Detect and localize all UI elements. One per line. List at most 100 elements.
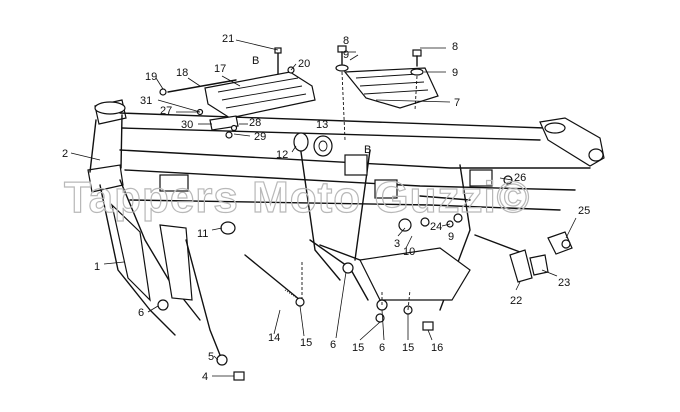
- part-label-p8a: 8: [343, 35, 349, 47]
- part-label-p6c: 6: [379, 342, 385, 354]
- part-label-p6a: 6: [138, 307, 144, 319]
- upper-tube-right: [121, 127, 541, 141]
- cross-brace: [319, 244, 361, 261]
- part-label-p5: 5: [208, 351, 214, 363]
- stand-pad-23: [529, 254, 549, 276]
- rear-lower-cradle: [359, 247, 471, 301]
- frame-main-tubes: [87, 99, 605, 361]
- frame-boss-small: [420, 217, 430, 227]
- washer-9a: [335, 64, 349, 72]
- part-label-pB1: B: [252, 55, 259, 67]
- part-label-p10: 10: [403, 246, 415, 258]
- washer-5: [216, 354, 228, 366]
- tail-eye-upper: [544, 122, 566, 134]
- plate-7: [343, 67, 439, 109]
- part-label-p26: 26: [514, 172, 526, 184]
- pin-25: [561, 239, 571, 249]
- part-label-p8b: 8: [452, 41, 458, 53]
- part-label-pB2: B: [364, 144, 371, 156]
- part-label-p19: 19: [145, 71, 157, 83]
- rear-plate-assembly: [335, 45, 439, 141]
- part-label-p3: 3: [394, 238, 400, 250]
- part-label-p9c: 9: [448, 231, 454, 243]
- bolt-8b-head: [412, 49, 422, 57]
- grommet-assembly: [293, 132, 333, 157]
- part-label-p31: 31: [140, 95, 152, 107]
- lower-mount-lines: [381, 289, 411, 311]
- steering-head-bottom: [87, 164, 124, 193]
- tray-ribs: [217, 77, 307, 109]
- part-label-p13: 13: [316, 119, 328, 131]
- front-downtube: [99, 184, 176, 336]
- nut-15a: [295, 297, 305, 307]
- watermark-text: Tappers Moto Guzzi©: [64, 173, 530, 222]
- part-label-p9b: 9: [452, 67, 458, 79]
- part-label-p2: 2: [62, 148, 68, 160]
- part-label-p15c: 15: [402, 342, 414, 354]
- bolt-21-head: [274, 47, 282, 54]
- plate-mount-lines: [341, 71, 418, 141]
- frame-boss: [398, 218, 412, 232]
- block-bracket-b: [374, 179, 398, 199]
- part-label-p29: 29: [254, 131, 266, 143]
- plate-7-ribs: [355, 73, 429, 95]
- part-label-p9a: 9: [343, 49, 349, 61]
- part-label-p21: 21: [222, 33, 234, 45]
- front-downtube-inner: [119, 179, 201, 321]
- part-label-p18: 18: [176, 67, 188, 79]
- leader-lines: [70, 39, 577, 377]
- part-label-p16: 16: [431, 342, 443, 354]
- part-label-p22: 22: [510, 295, 522, 307]
- part-label-p17: 17: [214, 63, 226, 75]
- washer-9c: [453, 213, 463, 223]
- washer-6b: [342, 262, 354, 274]
- part-label-p7: 7: [454, 97, 460, 109]
- bush-11: [220, 221, 236, 235]
- front-gusset: [110, 203, 151, 302]
- part-label-p20: 20: [298, 58, 310, 70]
- washer-29: [225, 131, 233, 139]
- rail-short: [419, 195, 471, 201]
- part-label-p15a: 15: [300, 337, 312, 349]
- battery-tray-assembly: [159, 47, 316, 139]
- tail-eye-lower: [588, 148, 604, 162]
- part-label-p15b: 15: [352, 342, 364, 354]
- rubber-13-hole: [318, 140, 328, 152]
- part-label-p1: 1: [94, 261, 100, 273]
- cradle-plate: [159, 224, 193, 301]
- mid-tube-lower: [124, 169, 576, 191]
- cradle-leg: [185, 239, 223, 361]
- part-label-p28: 28: [249, 117, 261, 129]
- steering-head-body: [89, 114, 123, 173]
- washer-19: [159, 88, 167, 96]
- grommet-12: [293, 132, 309, 152]
- rubber-13: [313, 135, 333, 157]
- bolt-4: [233, 371, 245, 381]
- part-label-p24: 24: [430, 221, 442, 233]
- bolt-26: [503, 175, 513, 185]
- steering-head-ring: [94, 101, 126, 115]
- long-bolt-14: [244, 254, 301, 301]
- mid-tube: [119, 149, 591, 169]
- part-label-p23: 23: [558, 277, 570, 289]
- part-label-p12: 12: [276, 149, 288, 161]
- lower-cradle-tube: [309, 239, 369, 301]
- screw-28: [230, 124, 238, 132]
- part-label-p6b: 6: [330, 339, 336, 351]
- part-label-p4: 4: [202, 371, 208, 383]
- side-stand-assembly: [474, 231, 573, 283]
- block-bracket-front: [159, 174, 189, 192]
- block-bracket-a: [344, 154, 368, 176]
- bolt-16: [422, 321, 434, 331]
- seat-post-left: [299, 144, 341, 281]
- part-label-p25: 25: [578, 205, 590, 217]
- part-label-p30: 30: [181, 119, 193, 131]
- block-bracket-rear: [469, 169, 493, 187]
- lower-rail: [129, 199, 561, 211]
- stand-22: [509, 249, 533, 283]
- part-label-p27: 27: [160, 105, 172, 117]
- washer-6a: [157, 299, 169, 311]
